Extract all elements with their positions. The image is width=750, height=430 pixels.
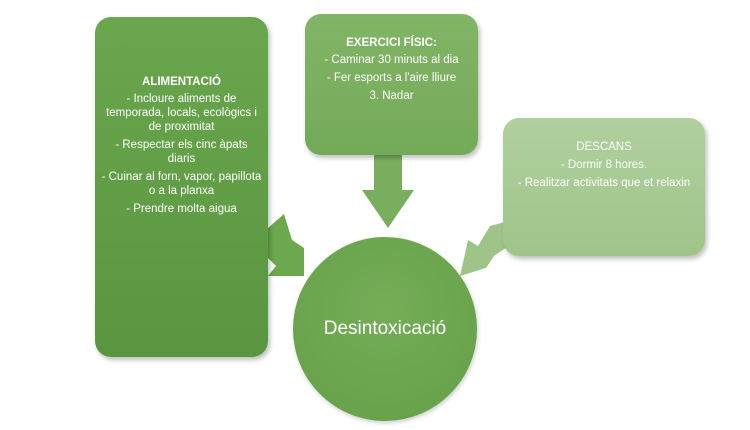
list-item: - Realitzar activitats que et relaxin [517, 177, 691, 189]
descans-box: DESCANS - Dormir 8 hores. - Realitzar ac… [503, 118, 705, 256]
arrow-down-exercici [362, 155, 414, 228]
list-item: - Dormir 8 hores. [560, 159, 648, 171]
list-item: - Prendre molta aigua [126, 203, 237, 215]
alimentacio-box: ALIMENTACIÓ - Incloure aliments de tempo… [95, 17, 268, 357]
descans-title: DESCANS [576, 141, 632, 153]
list-item: - Caminar 30 minuts al dia [324, 54, 459, 66]
exercici-title: EXERCICI FÍSIC: [346, 37, 437, 49]
center-label: Desintoxicació [323, 318, 447, 339]
exercici-box: EXERCICI FÍSIC: - Caminar 30 minuts al d… [305, 14, 478, 155]
list-item: - Incloure aliments de temporada, locals… [106, 93, 257, 133]
alimentacio-title: ALIMENTACIÓ [141, 76, 221, 88]
list-item: - Fer esports a l'aire lliure [326, 72, 457, 84]
list-item: 3. Nadar [369, 90, 414, 102]
list-item: - Cuinar al forn, vapor, papillota o a l… [101, 171, 262, 197]
arrow-left-alimentacio [268, 214, 304, 276]
desintoxicacio-circle: Desintoxicació [293, 237, 477, 421]
list-item: - Respectar els cinc àpats diaris [115, 139, 248, 165]
